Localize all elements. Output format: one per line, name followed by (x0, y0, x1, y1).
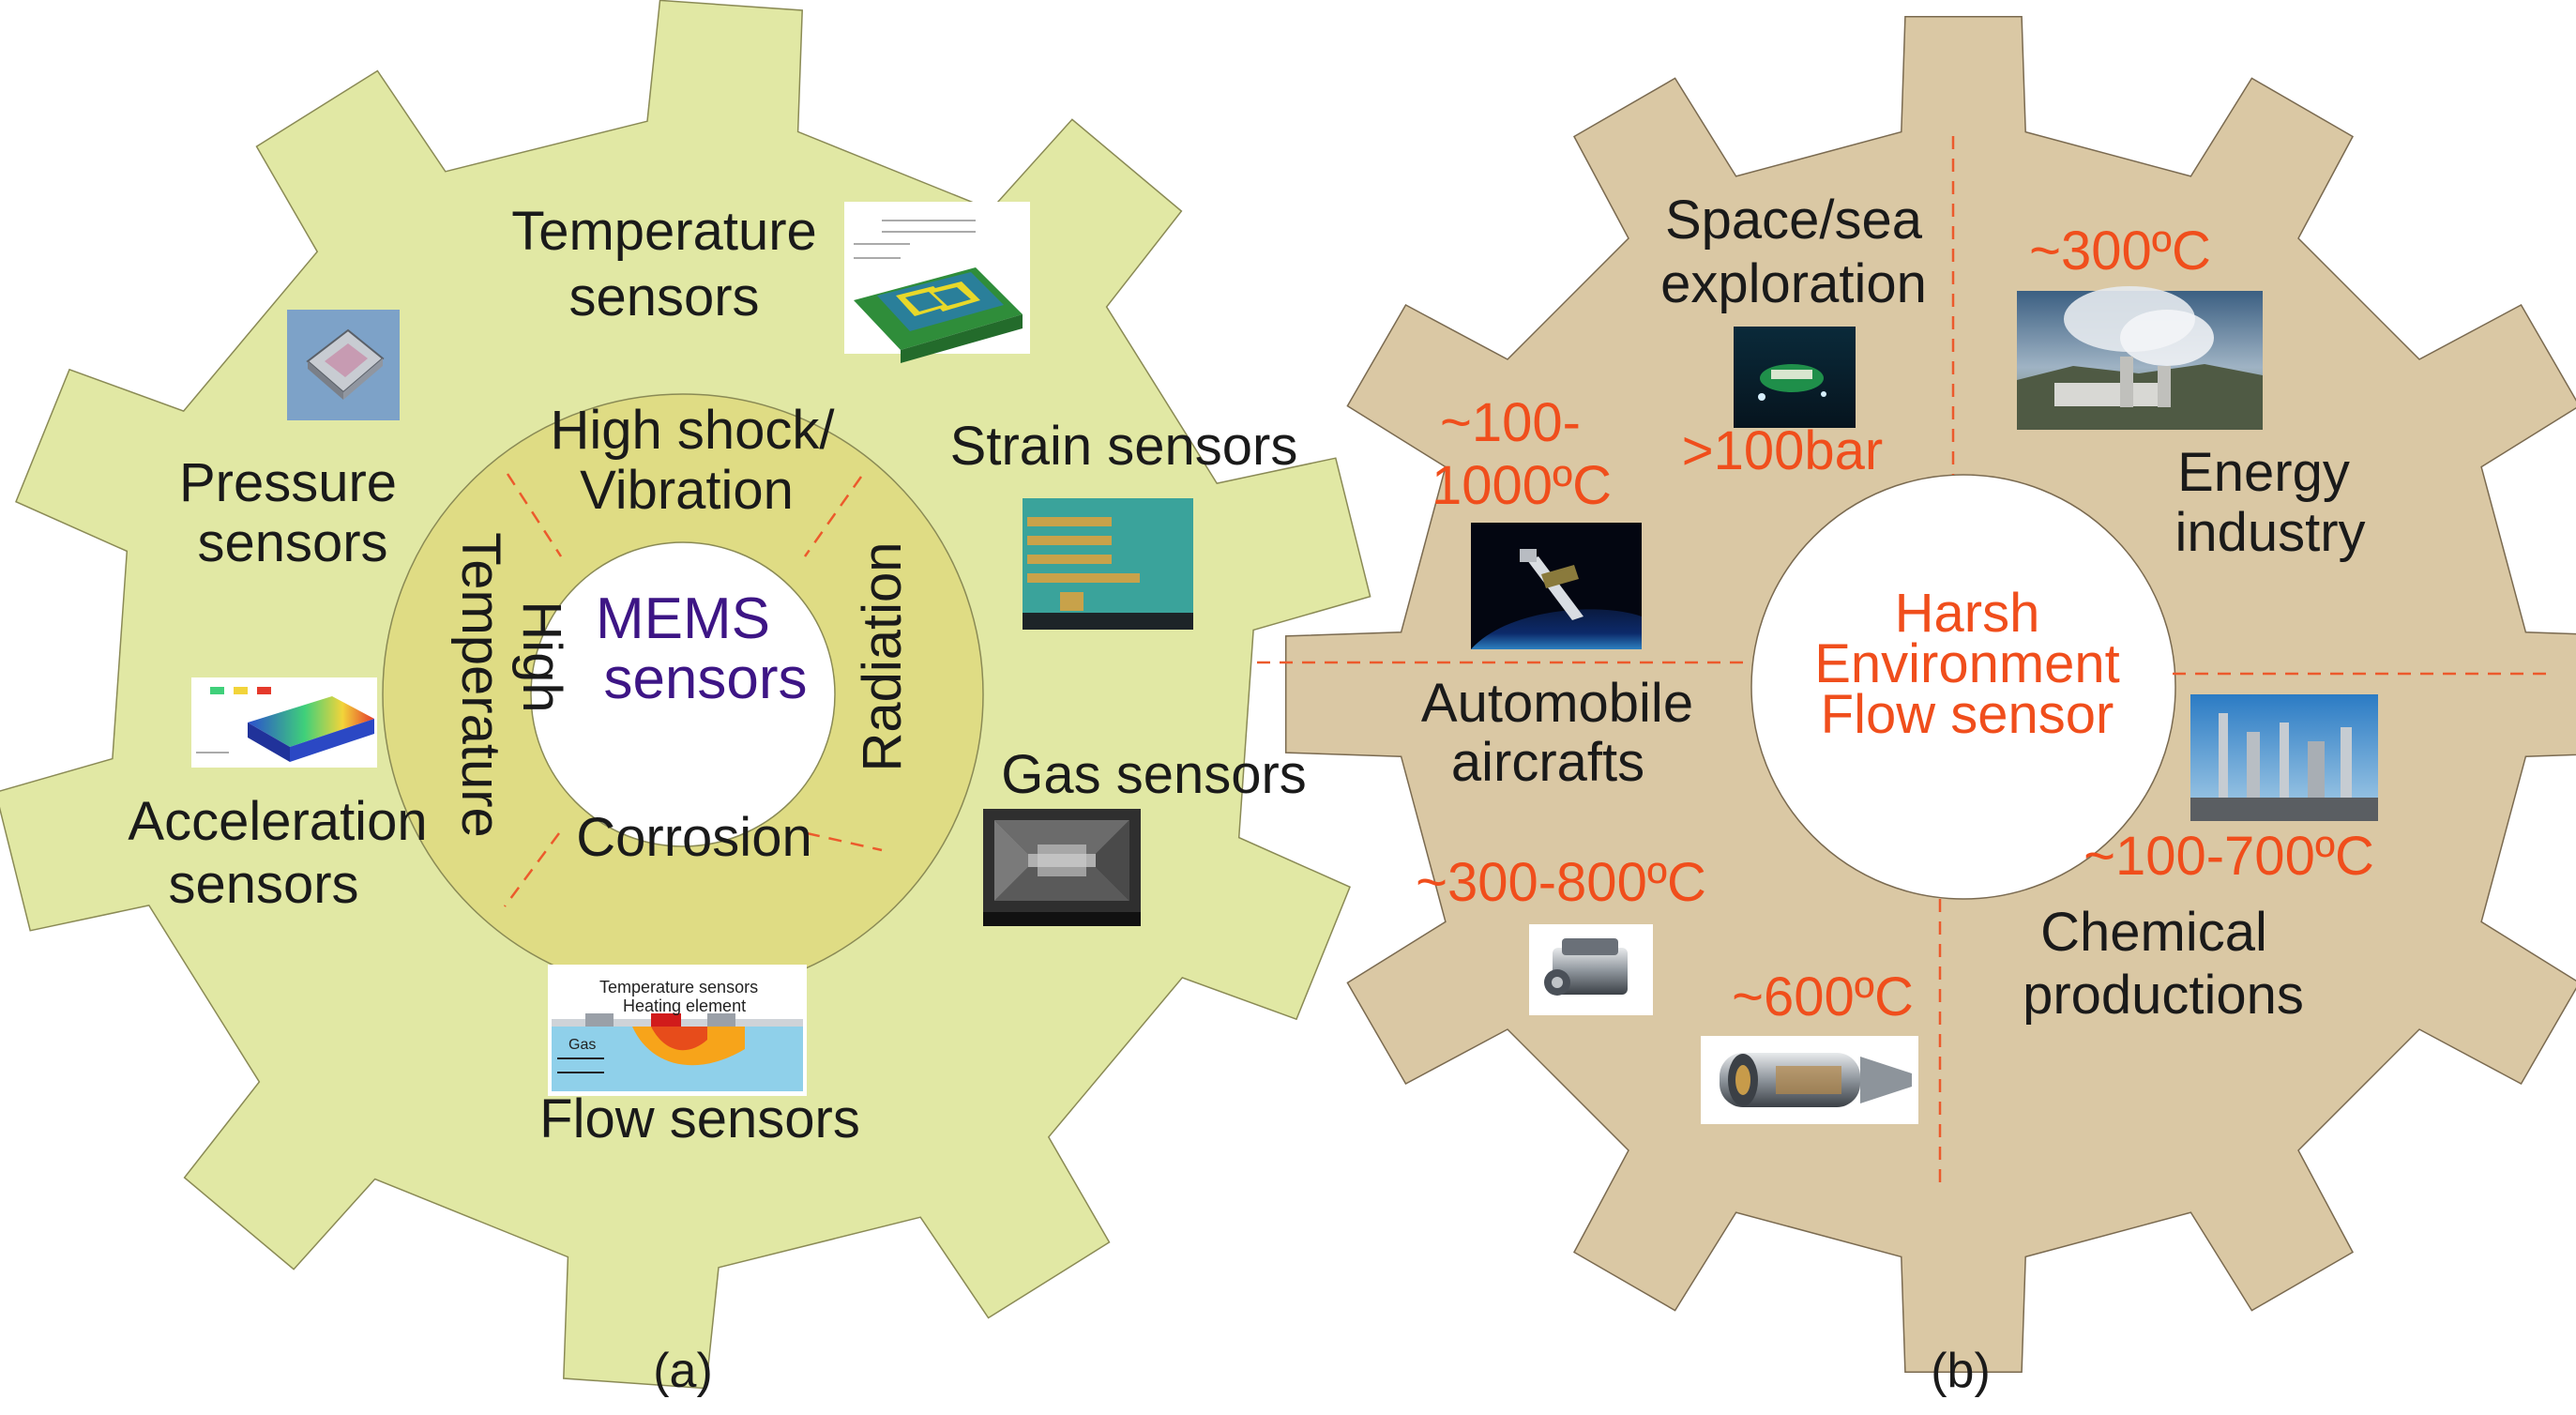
space-sea-label-line2: exploration (1660, 253, 1927, 314)
energy-temp: ~300ºC (2029, 221, 2211, 281)
energy-label-line1: Energy (2177, 442, 2350, 503)
panel-a: MEMS sensors High shock/ Vibration High … (0, 0, 1371, 1398)
ring-dividers (503, 473, 883, 907)
pressure-sensor-image (287, 310, 400, 420)
submersible-image (1734, 327, 1856, 428)
panel-b: Harsh Environment Flow sensor Space/sea … (1257, 15, 2576, 1398)
temperature-ring-label-line2-wrap: Temperature (450, 532, 511, 838)
refinery-image (2190, 694, 2378, 821)
temperature-ring-label-line1-wrap: High (511, 601, 572, 712)
automobile-label-line1: Automobile (1421, 673, 1693, 734)
space-sea-label-line1: Space/sea (1665, 190, 1923, 251)
center-hole-a (530, 541, 836, 847)
strain-sensor-image (1023, 498, 1193, 630)
center-label-a-line1: MEMS (596, 586, 770, 651)
caption-a: (a) (653, 1344, 713, 1398)
strain-sensors-label: Strain sensors (950, 416, 1298, 477)
temperature-sensors-label-line1: Temperature (511, 201, 817, 262)
acceleration-sensors-label-line2: sensors (168, 854, 358, 915)
temperature-sensors-label-line2: sensors (568, 266, 759, 327)
spacecraft-image (1471, 523, 1642, 649)
shock-label-line1: High shock/ (550, 400, 835, 461)
aircraft-temp-line2: 1000ºC (1432, 455, 1612, 516)
center-hole-b (1750, 474, 2176, 900)
pressure-sensors-label-line1: Pressure (179, 452, 397, 513)
flow-sensors-label: Flow sensors (539, 1088, 860, 1149)
center-label-a-line2: sensors (603, 647, 807, 711)
acceleration-sensor-image (191, 677, 377, 768)
flow-image-text-temperature: Temperature sensors (599, 978, 758, 997)
center-label-b-line3: Flow sensor (1821, 684, 2114, 745)
center-label-b-line1: Harsh (1895, 583, 2040, 644)
chemical-label-line1: Chemical (2040, 902, 2267, 963)
radiation-label: Radiation (852, 541, 913, 771)
power-plant-image (2017, 286, 2263, 430)
center-label-b-line2: Environment (1814, 633, 2120, 694)
turbine-temp: ~600ºC (1732, 966, 1914, 1027)
flow-sensor-image: Temperature sensors Heating element Gas (548, 965, 807, 1096)
chemical-temp: ~100-700ºC (2084, 826, 2374, 887)
aircraft-temp-line1: ~100- (1440, 392, 1581, 453)
corrosion-label: Corrosion (576, 807, 811, 868)
gas-sensor-image (983, 809, 1141, 926)
pressure-sensors-label-line2: sensors (197, 512, 387, 573)
engine-temp: ~300-800ºC (1416, 852, 1706, 913)
engine-image (1529, 924, 1653, 1015)
temperature-ring-label-line1: High (511, 601, 572, 712)
shock-label-line2: Vibration (580, 460, 794, 521)
chemical-label-line2: productions (2023, 965, 2304, 1026)
acceleration-sensors-label-line1: Acceleration (128, 791, 427, 852)
pressure-condition: >100bar (1682, 420, 1883, 481)
energy-label-line2: industry (2174, 502, 2365, 563)
gas-sensors-label: Gas sensors (1001, 744, 1307, 805)
flow-image-text-gas: Gas (568, 1037, 596, 1053)
sector-dividers (1257, 136, 2552, 1187)
temperature-ring-label-line2: Temperature (450, 532, 511, 838)
caption-b: (b) (1931, 1344, 1991, 1398)
radiation-label-wrap: Radiation (852, 541, 913, 771)
temperature-sensor-image (844, 202, 1030, 363)
automobile-label-line2: aircrafts (1451, 732, 1644, 793)
turbine-image (1701, 1036, 1918, 1124)
flow-image-text-heating: Heating element (623, 997, 746, 1015)
